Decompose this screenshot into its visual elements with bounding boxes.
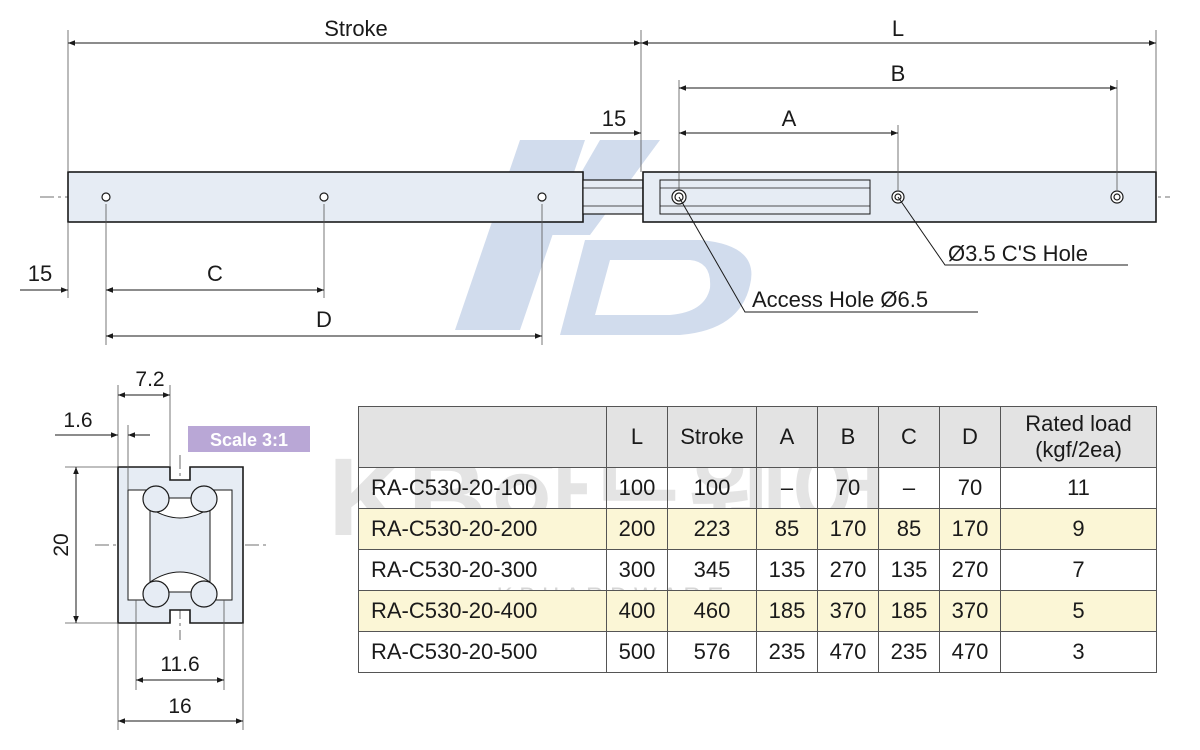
cell-A: 185 <box>756 590 818 632</box>
header-A: A <box>756 406 818 468</box>
cell-L: 100 <box>606 467 668 509</box>
cell-C: 185 <box>878 590 940 632</box>
rated-load-line2: (kgf/2ea) <box>1035 437 1122 462</box>
cell-L: 300 <box>606 549 668 591</box>
offset-top-label: 15 <box>602 106 626 131</box>
profile-cross-section <box>95 455 270 640</box>
cell-model: RA-C530-20-500 <box>358 631 607 673</box>
profile-width-label: 16 <box>168 695 191 718</box>
header-B: B <box>817 406 879 468</box>
cell-L: 400 <box>606 590 668 632</box>
profile-width-top-label: 7.2 <box>135 368 164 391</box>
cell-D: 170 <box>939 508 1001 550</box>
rated-load-line1: Rated load <box>1025 411 1132 436</box>
cell-A: 135 <box>756 549 818 591</box>
scale-badge: Scale 3:1 <box>188 426 310 452</box>
cell-C: 85 <box>878 508 940 550</box>
profile-inner-width-label: 11.6 <box>160 653 199 676</box>
mounting-holes <box>101 189 1124 205</box>
stroke-label: Stroke <box>324 16 388 41</box>
cell-B: 270 <box>817 549 879 591</box>
cell-load: 7 <box>1000 549 1157 591</box>
L-label: L <box>892 16 904 41</box>
header-D: D <box>939 406 1001 468</box>
slot <box>659 179 871 215</box>
header-L: L <box>606 406 668 468</box>
profile-height-label: 20 <box>50 533 73 556</box>
leader-lines <box>678 196 1128 313</box>
cell-D: 470 <box>939 631 1001 673</box>
cell-stroke: 576 <box>667 631 757 673</box>
B-label: B <box>891 61 906 86</box>
cell-L: 500 <box>606 631 668 673</box>
table-row: RA-C530-20-300 300 345 135 270 135 270 7 <box>358 549 1157 591</box>
cell-A: 235 <box>756 631 818 673</box>
profile-gap-label: 1.6 <box>63 409 92 432</box>
cell-model: RA-C530-20-400 <box>358 590 607 632</box>
svg-text:Scale 3:1: Scale 3:1 <box>210 430 288 450</box>
access-hole-callout: Access Hole Ø6.5 <box>752 287 928 312</box>
cell-D: 270 <box>939 549 1001 591</box>
cell-stroke: 223 <box>667 508 757 550</box>
cell-stroke: 100 <box>667 467 757 509</box>
D-label: D <box>316 307 332 332</box>
cell-D: 70 <box>939 467 1001 509</box>
offset-left-label: 15 <box>28 261 52 286</box>
cell-A: 85 <box>756 508 818 550</box>
middle-rail <box>582 179 644 215</box>
cell-load: 3 <box>1000 631 1157 673</box>
table-row: RA-C530-20-400 400 460 185 370 185 370 5 <box>358 590 1157 632</box>
table-header-row: L Stroke A B C D Rated load (kgf/2ea) <box>358 406 1157 468</box>
cell-load: 5 <box>1000 590 1157 632</box>
header-model <box>358 406 607 468</box>
table-row: RA-C530-20-100 100 100 – 70 – 70 11 <box>358 467 1157 509</box>
cell-A: – <box>756 467 818 509</box>
C-label: C <box>207 261 223 286</box>
cell-C: 235 <box>878 631 940 673</box>
cell-C: 135 <box>878 549 940 591</box>
cell-B: 370 <box>817 590 879 632</box>
cell-B: 70 <box>817 467 879 509</box>
cell-L: 200 <box>606 508 668 550</box>
cell-B: 470 <box>817 631 879 673</box>
cell-load: 9 <box>1000 508 1157 550</box>
cell-model: RA-C530-20-100 <box>358 467 607 509</box>
table-row: RA-C530-20-200 200 223 85 170 85 170 9 <box>358 508 1157 550</box>
header-rated-load: Rated load (kgf/2ea) <box>1000 406 1157 468</box>
cell-B: 170 <box>817 508 879 550</box>
spec-table: L Stroke A B C D Rated load (kgf/2ea) RA… <box>358 406 1157 673</box>
cell-D: 370 <box>939 590 1001 632</box>
cell-load: 11 <box>1000 467 1157 509</box>
kb-logo-watermark <box>455 140 752 335</box>
cell-model: RA-C530-20-300 <box>358 549 607 591</box>
dimension-lines <box>20 40 1156 339</box>
cs-hole-callout: Ø3.5 C'S Hole <box>948 241 1088 266</box>
cell-model: RA-C530-20-200 <box>358 508 607 550</box>
table-row: RA-C530-20-500 500 576 235 470 235 470 3 <box>358 631 1157 673</box>
header-stroke: Stroke <box>667 406 757 468</box>
header-C: C <box>878 406 940 468</box>
cell-stroke: 460 <box>667 590 757 632</box>
cell-stroke: 345 <box>667 549 757 591</box>
cell-C: – <box>878 467 940 509</box>
profile-dimensions <box>55 385 244 730</box>
A-label: A <box>782 106 797 131</box>
